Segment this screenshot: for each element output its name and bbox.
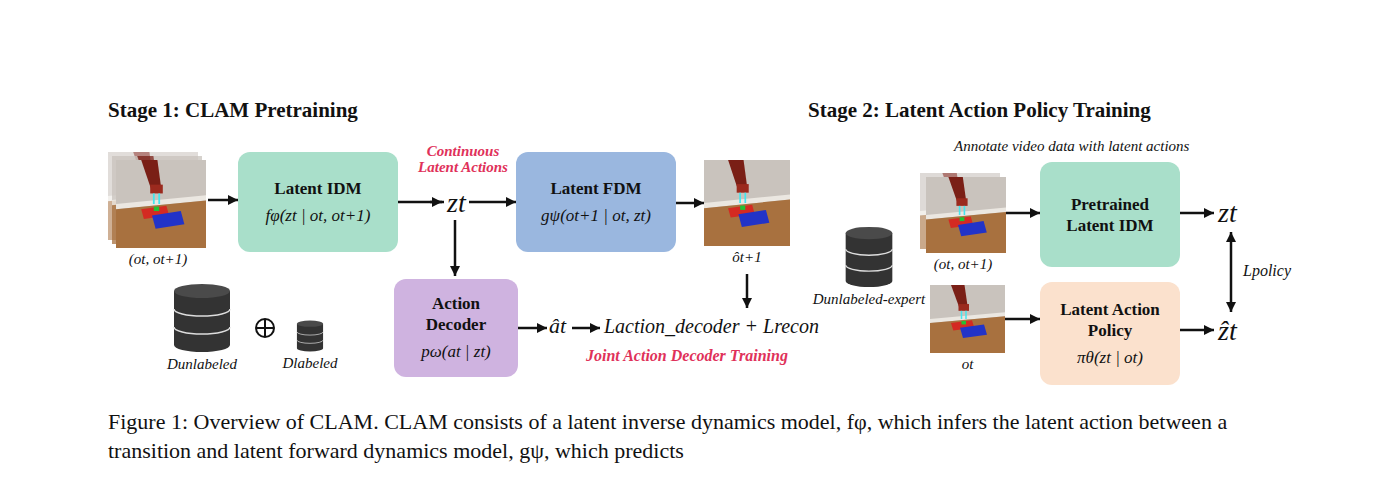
- arrow-line: [1180, 329, 1214, 332]
- formula-text: fφ(zt | ot, ot+1): [266, 205, 371, 227]
- flow-arrow: [1006, 212, 1040, 215]
- frame-node: ot: [930, 285, 1005, 353]
- formula-text: πθ(zt | ot): [1077, 347, 1143, 369]
- figure-caption: Figure 1: Overview of CLAM. CLAM consist…: [108, 407, 1288, 465]
- box-title: Latent Action Policy: [1052, 299, 1168, 341]
- arrow-line: [1230, 232, 1233, 312]
- frame-image: [704, 160, 790, 246]
- stage-heading: Stage 2: Latent Action Policy Training: [808, 98, 1151, 123]
- flow-arrow: [1005, 318, 1040, 321]
- box-title: Latent FDM: [550, 178, 641, 199]
- annotation-note: Annotate video data with latent actions: [954, 137, 1189, 155]
- flow-arrow: [398, 201, 516, 204]
- arrow-line: [430, 201, 442, 204]
- frame-image: [926, 177, 1006, 253]
- process-box: Latent FDM gψ(ot+1 | ot, zt): [516, 152, 676, 252]
- node-label: (ot, ot+1): [48, 251, 268, 268]
- database-icon: [846, 227, 893, 287]
- process-box: Latent IDM fφ(zt | ot, ot+1): [238, 152, 398, 252]
- frame-node: ôt+1: [704, 160, 790, 246]
- database-node: Dunlabeled: [172, 283, 232, 353]
- database-icon: [297, 320, 323, 351]
- arrow-line: [518, 327, 547, 330]
- formula-text: pω(at | zt): [421, 341, 491, 363]
- oplus-symbol: [264, 319, 266, 337]
- database-icon: [174, 284, 230, 352]
- database-node: Dunlabeled-expert: [844, 226, 894, 288]
- flow-arrow: [676, 202, 704, 205]
- box-title: Latent IDM: [274, 178, 361, 199]
- node-label: ôt+1: [644, 249, 850, 266]
- latent-symbol: ẑt: [1218, 314, 1237, 348]
- node-label: Dunlabeled-expert: [784, 291, 954, 308]
- frame-node: (ot, ot+1): [108, 152, 208, 248]
- arrow-line: [1180, 212, 1214, 215]
- process-box: Latent Action Policy πθ(zt | ot): [1040, 282, 1180, 385]
- oplus-symbol: [256, 319, 274, 337]
- frame-node: (ot, ot+1): [920, 173, 1006, 253]
- process-box: Pretrained Latent IDM: [1040, 162, 1180, 267]
- annotation-note: Joint Action Decoder Training: [586, 346, 788, 365]
- arrow-line: [572, 327, 600, 330]
- stage-heading: Stage 1: CLAM Pretraining: [108, 98, 358, 123]
- arrow-line: [454, 220, 457, 276]
- formula-text: gψ(ot+1 | ot, zt): [541, 205, 651, 227]
- process-box: Action Decoder pω(at | zt): [394, 279, 518, 377]
- loss-expression: Lpolicy: [1243, 261, 1291, 280]
- node-label: (ot, ot+1): [860, 256, 1066, 273]
- loss-expression: Laction_decoder + Lrecon: [604, 314, 819, 338]
- node-label: ot: [870, 356, 1065, 373]
- frame-image: [116, 160, 206, 248]
- action-symbol: ât: [549, 313, 566, 339]
- latent-symbol: zt: [444, 186, 469, 220]
- frame-image: [930, 285, 1005, 353]
- box-title: Pretrained Latent IDM: [1052, 194, 1168, 236]
- arrow-line: [746, 274, 749, 308]
- latent-symbol: zt: [1218, 196, 1237, 230]
- flow-arrow: [208, 199, 238, 202]
- node-label: Dunlabeled: [112, 356, 292, 373]
- node-label: Dlabeled: [236, 355, 384, 372]
- database-node: Dlabeled: [296, 320, 324, 352]
- box-title: Action Decoder: [406, 293, 506, 335]
- annotation-note: Continuous Latent Actions: [408, 143, 518, 175]
